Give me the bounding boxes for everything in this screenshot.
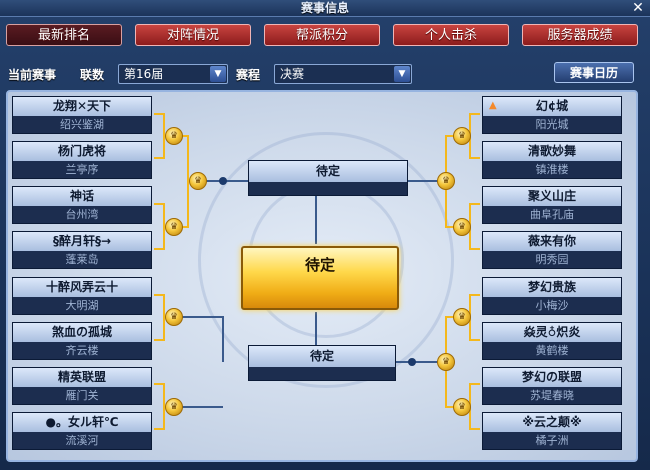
team-server: 明秀园 xyxy=(535,253,569,266)
event-calendar-button[interactable]: 赛事日历 xyxy=(554,62,634,83)
team-server: 大明湖 xyxy=(65,299,99,312)
trophy-icon: ♛ xyxy=(165,398,183,416)
team-name: 杨门虎将 xyxy=(13,142,151,161)
tab-personal-kills[interactable]: 个人击杀 xyxy=(393,24,509,46)
tab-guild-points[interactable]: 帮派积分 xyxy=(264,24,380,46)
trophy-icon: ♛ xyxy=(165,218,183,236)
team-card[interactable]: 杨门虎将 兰亭序 xyxy=(12,141,152,179)
team-name: 幻¢城 xyxy=(483,97,621,116)
trophy-icon: ♛ xyxy=(453,398,471,416)
semifinal-top-slot[interactable]: 待定 xyxy=(248,160,408,196)
team-card[interactable]: 神话 台州湾 xyxy=(12,186,152,224)
team-card[interactable]: 十醉风弄云十 大明湖 xyxy=(12,277,152,315)
current-event-label: 当前赛事 xyxy=(8,68,57,82)
league-label: 联数 xyxy=(80,68,105,82)
team-name: 焱灵♁炽炎 xyxy=(483,323,621,342)
team-server: 小梅沙 xyxy=(535,299,569,312)
team-server: 蓬莱岛 xyxy=(65,253,99,266)
team-name: 梦幻贵族 xyxy=(483,278,621,297)
trophy-icon: ♛ xyxy=(165,308,183,326)
team-server: 黄鹤楼 xyxy=(535,344,569,357)
league-select-value: 第16届 xyxy=(124,67,164,81)
trophy-icon: ♛ xyxy=(453,218,471,236)
semifinal-bottom-name: 待定 xyxy=(249,346,395,367)
team-server: 绍兴鉴湖 xyxy=(60,118,104,131)
team-card[interactable]: ※云之颠※ 橘子洲 xyxy=(482,412,622,450)
flame-icon: ▲ xyxy=(489,100,497,111)
bracket-lines xyxy=(154,113,480,430)
team-card[interactable]: 精英联盟 雁门关 xyxy=(12,367,152,405)
chevron-down-icon[interactable]: ▼ xyxy=(394,66,410,82)
background-swirl xyxy=(198,132,454,388)
trophy-icon: ♛ xyxy=(437,172,455,190)
team-server: 曲阜孔庙 xyxy=(530,208,574,221)
team-name: 清歌妙舞 xyxy=(483,142,621,161)
team-server: 台州湾 xyxy=(65,208,99,221)
team-server: 兰亭序 xyxy=(65,163,99,176)
tab-latest-ranking[interactable]: 最新排名 xyxy=(6,24,122,46)
final-name: 待定 xyxy=(304,256,335,274)
stage-label: 赛程 xyxy=(236,68,261,82)
team-name: 龙翔✕天下 xyxy=(13,97,151,116)
team-card[interactable]: ●。女ル轩℃ 流溪河 xyxy=(12,412,152,450)
team-card[interactable]: §醉月轩§→ 蓬莱岛 xyxy=(12,231,152,269)
team-name: §醉月轩§→ xyxy=(13,232,151,251)
semifinal-bottom-slot[interactable]: 待定 xyxy=(248,345,396,381)
team-name: 神话 xyxy=(13,187,151,206)
team-server: 镇淮楼 xyxy=(535,163,569,176)
close-icon[interactable]: ✕ xyxy=(632,0,644,16)
trophy-icon: ♛ xyxy=(453,308,471,326)
team-server: 苏堤春晓 xyxy=(530,389,574,402)
stage-select[interactable]: 决赛 ▼ xyxy=(274,64,412,84)
trophy-icon: ♛ xyxy=(189,172,207,190)
team-card[interactable]: 薇来有你 明秀园 xyxy=(482,231,622,269)
team-card[interactable]: 龙翔✕天下 绍兴鉴湖 xyxy=(12,96,152,134)
team-card[interactable]: 清歌妙舞 镇淮楼 xyxy=(482,141,622,179)
bracket-panel: 龙翔✕天下 绍兴鉴湖 杨门虎将 兰亭序 神话 台州湾 §醉月轩§→ 蓬莱岛 十醉… xyxy=(6,90,638,462)
team-server: 橘子洲 xyxy=(535,434,569,447)
team-name: 聚义山庄 xyxy=(483,187,621,206)
team-name: ※云之颠※ xyxy=(483,413,621,432)
team-name: ●。女ル轩℃ xyxy=(13,413,151,432)
team-server: 流溪河 xyxy=(65,434,99,447)
league-select[interactable]: 第16届 ▼ xyxy=(118,64,228,84)
window-title: 赛事信息 xyxy=(300,1,349,15)
team-card[interactable]: 梦幻の联盟 苏堤春晓 xyxy=(482,367,622,405)
trophy-icon: ♛ xyxy=(165,127,183,145)
semifinal-top-name: 待定 xyxy=(249,161,407,182)
team-name: 精英联盟 xyxy=(13,368,151,387)
trophy-icon: ♛ xyxy=(437,353,455,371)
team-name: 薇来有你 xyxy=(483,232,621,251)
team-card[interactable]: 焱灵♁炽炎 黄鹤楼 xyxy=(482,322,622,360)
team-server: 阳光城 xyxy=(535,118,569,131)
team-name: 梦幻の联盟 xyxy=(483,368,621,387)
final-slot[interactable]: 待定 xyxy=(241,246,399,310)
team-server: 雁门关 xyxy=(65,389,99,402)
tab-server-results[interactable]: 服务器成绩 xyxy=(522,24,638,46)
team-card[interactable]: 煞血の孤城 齐云楼 xyxy=(12,322,152,360)
team-card[interactable]: 聚义山庄 曲阜孔庙 xyxy=(482,186,622,224)
team-name: 十醉风弄云十 xyxy=(13,278,151,297)
team-card[interactable]: 梦幻贵族 小梅沙 xyxy=(482,277,622,315)
stage-select-value: 决赛 xyxy=(280,67,305,81)
team-server: 齐云楼 xyxy=(65,344,99,357)
team-name: 煞血の孤城 xyxy=(13,323,151,342)
title-bar: 赛事信息 ✕ xyxy=(0,0,650,17)
tab-matchups[interactable]: 对阵情况 xyxy=(135,24,251,46)
team-card[interactable]: 幻¢城 ▲ 阳光城 xyxy=(482,96,622,134)
trophy-icon: ♛ xyxy=(453,127,471,145)
chevron-down-icon[interactable]: ▼ xyxy=(210,66,226,82)
